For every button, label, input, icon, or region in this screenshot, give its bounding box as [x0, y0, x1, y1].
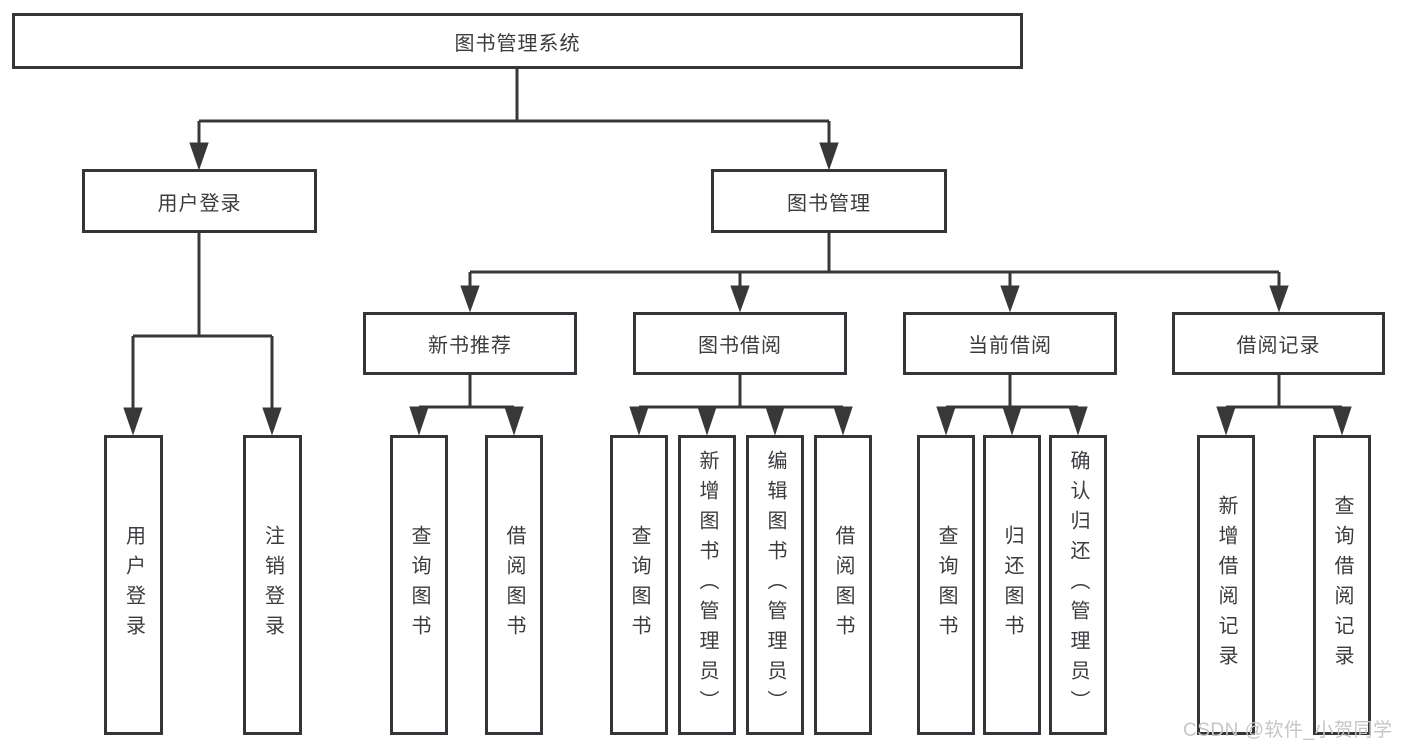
leaf-add-borrow-record-label: 新增借阅记录 — [1215, 495, 1237, 675]
node-borrow-records-label: 借阅记录 — [1236, 335, 1321, 357]
leaf-add-borrow-record: 新增借阅记录 — [1197, 435, 1255, 735]
leaf-return-books: 归还图书 — [983, 435, 1041, 735]
node-root: 图书管理系统 — [12, 13, 1023, 69]
node-user-login: 用户登录 — [82, 169, 317, 233]
leaf-edit-books-admin: 编辑图书（管理员） — [746, 435, 804, 735]
arrowhead — [833, 406, 853, 436]
leaf-logout-label: 注销登录 — [261, 525, 284, 645]
leaf-query-books-borrow-label: 查询图书 — [628, 525, 650, 645]
leaf-query-books-current: 查询图书 — [917, 435, 975, 735]
arrowhead — [123, 407, 143, 436]
node-new-book-recommend: 新书推荐 — [363, 312, 577, 375]
node-current-borrow-label: 当前借阅 — [968, 335, 1052, 357]
node-root-label: 图书管理系统 — [454, 32, 581, 55]
leaf-return-books-label: 归还图书 — [1001, 525, 1023, 645]
leaf-query-books-current-label: 查询图书 — [935, 525, 957, 645]
edges-book-management-to-level3 — [460, 233, 1289, 313]
node-book-management-label: 图书管理 — [787, 192, 871, 215]
arrowhead — [504, 406, 524, 436]
arrowhead — [1002, 406, 1022, 436]
arrowhead — [730, 285, 750, 313]
node-user-login-label: 用户登录 — [157, 192, 242, 215]
edges-new-book-to-leaves — [409, 375, 524, 436]
leaf-confirm-return-admin-label: 确认归还（管理员） — [1067, 450, 1089, 720]
leaf-query-books-recommend: 查询图书 — [390, 435, 448, 735]
node-borrow-records: 借阅记录 — [1172, 312, 1385, 375]
arrowhead — [460, 285, 480, 313]
arrowhead — [1000, 285, 1020, 313]
arrowhead — [262, 407, 282, 436]
arrowhead — [1068, 406, 1088, 436]
arrowhead — [1216, 406, 1236, 436]
leaf-borrow-books: 借阅图书 — [814, 435, 872, 735]
node-book-management: 图书管理 — [711, 169, 947, 233]
edges-borrow-records-to-leaves — [1216, 375, 1352, 436]
leaf-query-books-borrow: 查询图书 — [610, 435, 668, 735]
arrowhead — [189, 142, 209, 171]
arrowhead — [1332, 406, 1352, 436]
leaf-query-borrow-record: 查询借阅记录 — [1313, 435, 1371, 735]
leaf-add-books-admin-label: 新增图书（管理员） — [696, 450, 718, 720]
edges-user-login-to-leaves — [123, 233, 282, 436]
leaf-add-books-admin: 新增图书（管理员） — [678, 435, 736, 735]
node-current-borrow: 当前借阅 — [903, 312, 1117, 375]
leaf-logout: 注销登录 — [243, 435, 302, 735]
arrowhead — [1269, 285, 1289, 313]
leaf-user-login-label: 用户登录 — [122, 525, 145, 645]
node-new-book-recommend-label: 新书推荐 — [428, 335, 512, 357]
arrowhead — [629, 406, 649, 436]
leaf-borrow-books-recommend: 借阅图书 — [485, 435, 543, 735]
leaf-borrow-books-label: 借阅图书 — [832, 525, 854, 645]
leaf-user-login: 用户登录 — [104, 435, 163, 735]
node-book-borrow-label: 图书借阅 — [698, 335, 782, 357]
leaf-query-books-recommend-label: 查询图书 — [408, 525, 430, 645]
edges-root-to-level2 — [189, 69, 839, 171]
csdn-watermark: CSDN @软件_小贺同学 — [1183, 720, 1393, 741]
arrowhead — [819, 142, 839, 171]
edges-book-borrow-to-leaves — [629, 375, 853, 436]
arrowhead — [697, 406, 717, 436]
leaf-borrow-books-recommend-label: 借阅图书 — [503, 525, 525, 645]
leaf-edit-books-admin-label: 编辑图书（管理员） — [764, 450, 786, 720]
leaf-query-borrow-record-label: 查询借阅记录 — [1331, 495, 1353, 675]
leaf-confirm-return-admin: 确认归还（管理员） — [1049, 435, 1107, 735]
arrowhead — [409, 406, 429, 436]
edges-current-borrow-to-leaves — [936, 375, 1088, 436]
node-book-borrow: 图书借阅 — [633, 312, 847, 375]
arrowhead — [765, 406, 785, 436]
arrowhead — [936, 406, 956, 436]
